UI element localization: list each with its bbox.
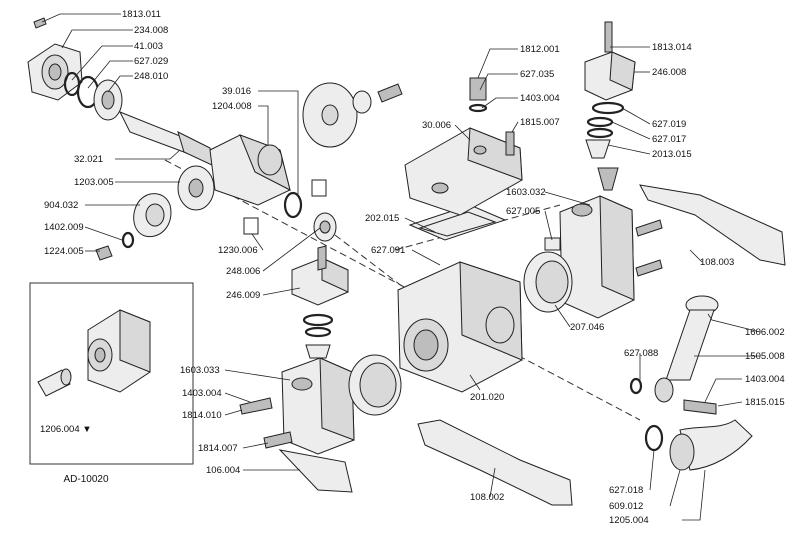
label-202-015: 202.015 — [365, 213, 399, 224]
label-1403-004-left: 1403.004 — [182, 388, 222, 399]
valve-cap-left — [291, 245, 349, 359]
main-pump-body — [397, 204, 523, 393]
label-1606-002: 1606.002 — [745, 327, 785, 338]
label-248-010: 248.010 — [134, 71, 168, 82]
piston-disc-left — [348, 354, 402, 416]
label-627-091: 627.091 — [371, 245, 405, 256]
label-39-016: 39.016 — [222, 86, 251, 97]
label-1813-011: 1813.011 — [122, 9, 161, 20]
bracket-106 — [278, 449, 353, 493]
label-627-017: 627.017 — [652, 134, 686, 145]
label-30-006: 30.006 — [422, 120, 451, 131]
label-1403-004-right: 1403.004 — [745, 374, 785, 385]
label-1603-033: 1603.033 — [180, 365, 220, 376]
label-1403-004-center: 1403.004 — [520, 93, 560, 104]
label-1814-007: 1814.007 — [198, 443, 238, 454]
part-labels: 1813.011 234.008 41.003 627.029 248.010 … — [44, 9, 785, 526]
label-1205-004: 1205.004 — [609, 515, 649, 526]
label-1603-032: 1603.032 — [506, 187, 546, 198]
piston-disc-right — [523, 251, 573, 313]
label-1814-010: 1814.010 — [182, 410, 222, 421]
bracket-108-002 — [417, 419, 573, 506]
label-1402-009: 1402.009 — [44, 222, 84, 233]
bracket-108-003 — [639, 184, 786, 266]
small-clips — [243, 179, 337, 242]
label-627-088: 627.088 — [624, 348, 658, 359]
flange-group — [27, 17, 215, 167]
seal-discs — [302, 82, 403, 148]
label-627-035: 627.035 — [520, 69, 554, 80]
label-627-029: 627.029 — [134, 56, 168, 67]
inset-panel: 1206.004 ▼ — [29, 282, 194, 465]
leader-lines — [41, 13, 761, 521]
label-1224-005: 1224.005 — [44, 246, 84, 257]
valve-head-left — [239, 357, 355, 455]
label-627-005: 627.005 — [506, 206, 540, 217]
label-234-008: 234.008 — [134, 25, 168, 36]
label-2013-015: 2013.015 — [652, 149, 692, 160]
label-1230-006: 1230.006 — [218, 245, 258, 256]
label-1505-008: 1505.008 — [745, 351, 785, 362]
label-41-003: 41.003 — [134, 41, 163, 52]
label-207-046: 207.046 — [570, 322, 604, 333]
label-201-020: 201.020 — [470, 392, 504, 403]
label-904-032: 904.032 — [44, 200, 78, 211]
label-627-019: 627.019 — [652, 119, 686, 130]
label-1815-007: 1815.007 — [520, 117, 560, 128]
valve-cap-right — [584, 21, 636, 159]
label-1203-005: 1203.005 — [74, 177, 114, 188]
valve-head-right — [544, 167, 663, 319]
label-246-008: 246.008 — [652, 67, 686, 78]
label-1812-001: 1812.001 — [520, 44, 560, 55]
label-1204-008: 1204.008 — [212, 101, 252, 112]
elbow-fitting — [644, 419, 753, 471]
label-108-002: 108.002 — [470, 492, 504, 503]
top-cover — [404, 77, 523, 216]
crank-housing — [95, 134, 291, 261]
label-32-021: 32.021 — [74, 154, 103, 165]
inset-caption: AD-10020 — [63, 474, 108, 485]
outlet-pipe — [629, 295, 719, 415]
label-108-003: 108.003 — [700, 257, 734, 268]
label-246-009: 246.009 — [226, 290, 260, 301]
label-1206-004: 1206.004 ▼ — [40, 424, 92, 435]
label-1815-015: 1815.015 — [745, 397, 785, 408]
label-627-018: 627.018 — [609, 485, 643, 496]
label-609-012: 609.012 — [609, 501, 643, 512]
label-1813-014: 1813.014 — [652, 42, 692, 53]
label-106-004: 106.004 — [206, 465, 240, 476]
label-248-006: 248.006 — [226, 266, 260, 277]
